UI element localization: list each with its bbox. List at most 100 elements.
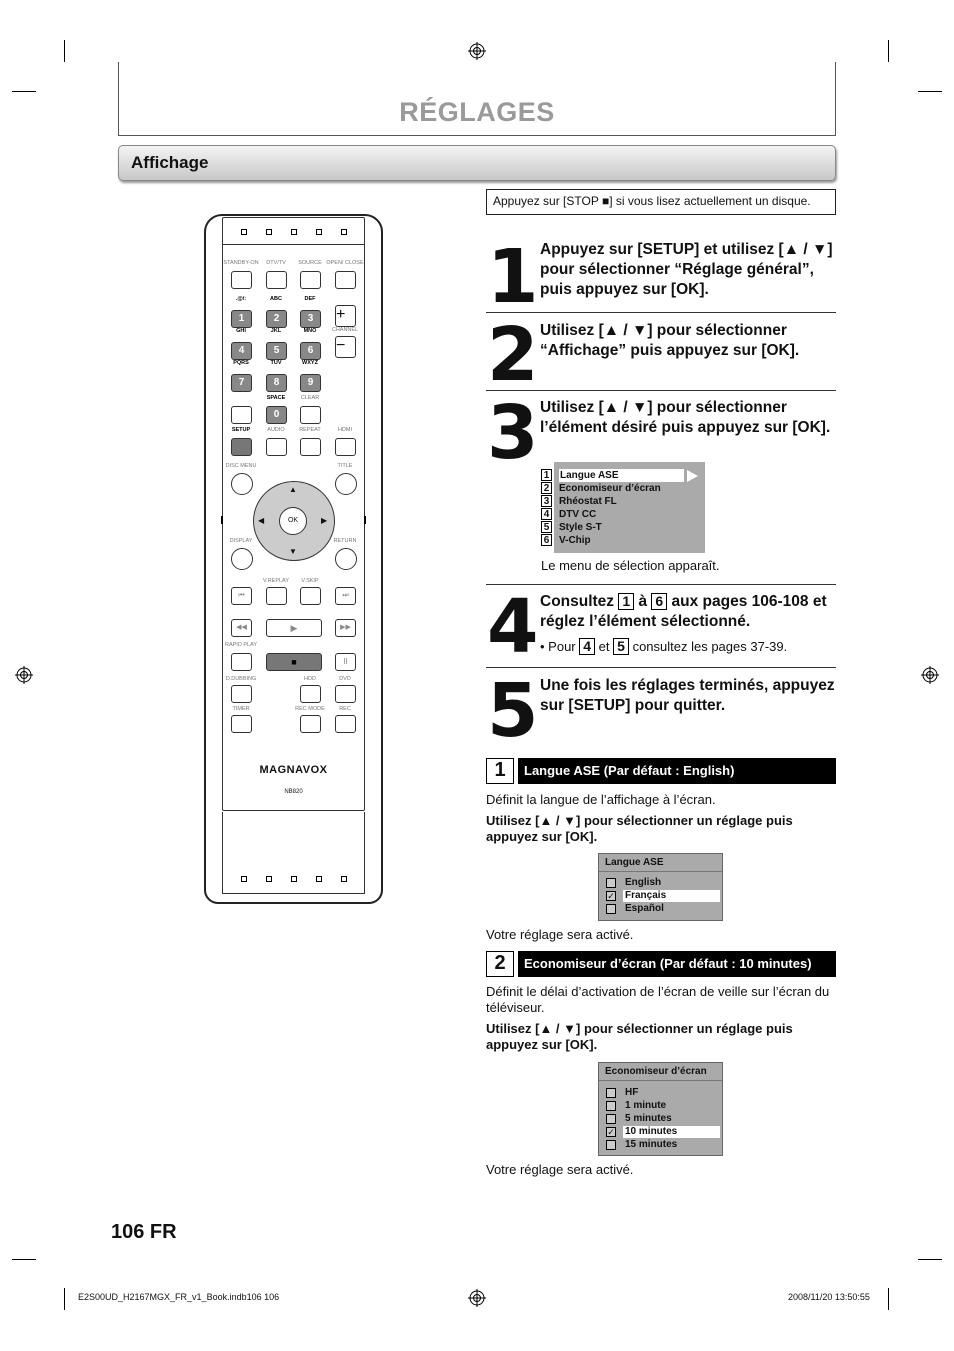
dot-button[interactable] bbox=[231, 406, 252, 424]
divider bbox=[486, 584, 836, 585]
digit-button[interactable]: 9 bbox=[300, 374, 321, 392]
dubbing-button[interactable] bbox=[231, 685, 252, 703]
digit-letter-label: MNO bbox=[303, 328, 317, 334]
ok-button[interactable]: OK bbox=[279, 507, 307, 535]
timer-button[interactable] bbox=[231, 715, 252, 733]
subsection-number: 2 bbox=[486, 951, 514, 977]
arrow-right-icon[interactable]: ▶ bbox=[321, 516, 328, 525]
led-indicator bbox=[341, 876, 347, 882]
fast-forward-button[interactable]: ▶▶ bbox=[335, 619, 356, 637]
arrow-down-icon[interactable]: ▼ bbox=[289, 547, 297, 556]
brand-logo: MAGNAVOX bbox=[259, 764, 328, 776]
checkbox-checked-icon[interactable]: ✓ bbox=[606, 891, 616, 901]
open-close-button[interactable] bbox=[335, 271, 356, 289]
skip-back-button[interactable]: ⏮ bbox=[231, 587, 252, 605]
checkbox-icon[interactable] bbox=[606, 1140, 616, 1150]
option-item-selected[interactable]: Français bbox=[623, 890, 720, 902]
option-item-selected[interactable]: 10 minutes bbox=[623, 1126, 720, 1138]
channel-down-button[interactable]: − bbox=[335, 336, 356, 358]
registration-mark-icon bbox=[468, 42, 486, 60]
option-item[interactable]: 15 minutes bbox=[625, 1139, 678, 1150]
remote-label: RETURN bbox=[333, 538, 357, 544]
digit-button[interactable]: 2 bbox=[266, 310, 287, 328]
digit-letter-label: GHI bbox=[236, 328, 246, 334]
vreplay-button[interactable] bbox=[266, 587, 287, 605]
digit-button[interactable]: 0 bbox=[266, 406, 287, 424]
subsection-header-2: 2 Economiseur d’écran (Par défaut : 10 m… bbox=[486, 951, 836, 977]
checkbox-icon[interactable] bbox=[606, 1101, 616, 1111]
standby-button[interactable] bbox=[231, 271, 252, 289]
crop-mark bbox=[888, 40, 889, 62]
play-button[interactable]: ▶ bbox=[266, 619, 322, 637]
remote-label: SOURCE bbox=[298, 260, 322, 266]
remote-label: V.SKIP bbox=[301, 578, 319, 584]
arrow-right-icon bbox=[687, 470, 698, 482]
led-indicator bbox=[316, 229, 322, 235]
arrow-left-icon[interactable]: ◀ bbox=[258, 516, 265, 525]
model-number: NB820 bbox=[284, 789, 303, 795]
checkbox-icon[interactable] bbox=[606, 1114, 616, 1124]
vskip-button[interactable] bbox=[300, 587, 321, 605]
rewind-button[interactable]: ◀◀ bbox=[231, 619, 252, 637]
display-button[interactable] bbox=[231, 548, 253, 570]
rec-button[interactable] bbox=[335, 715, 356, 733]
remote-label: D.DUBBING bbox=[225, 676, 257, 682]
stop-button[interactable]: ■ bbox=[266, 653, 322, 671]
digit-button[interactable]: 8 bbox=[266, 374, 287, 392]
step-number-4: 4 bbox=[487, 584, 538, 670]
crop-mark bbox=[12, 91, 36, 92]
led-indicator bbox=[316, 876, 322, 882]
option-item[interactable]: English bbox=[625, 877, 662, 888]
registration-mark-icon bbox=[921, 666, 939, 684]
digit-button[interactable]: 4 bbox=[231, 342, 252, 360]
sub1-instruction: Utilisez [▲ / ▼] pour sélectionner un ré… bbox=[486, 813, 793, 844]
step-1-text: Appuyez sur [SETUP] et utilisez [▲ / ▼] … bbox=[540, 241, 833, 298]
digit-button[interactable]: 3 bbox=[300, 310, 321, 328]
disc-menu-button[interactable] bbox=[231, 473, 253, 495]
crop-mark bbox=[918, 91, 942, 92]
checkbox-icon[interactable] bbox=[606, 1088, 616, 1098]
dvd-button[interactable] bbox=[335, 685, 356, 703]
rapid-play-button[interactable] bbox=[231, 653, 252, 671]
hdmi-button[interactable] bbox=[335, 438, 356, 456]
digit-button[interactable]: 6 bbox=[300, 342, 321, 360]
rec-mode-button[interactable] bbox=[300, 715, 321, 733]
hdd-button[interactable] bbox=[300, 685, 321, 703]
audio-button[interactable] bbox=[266, 438, 287, 456]
channel-up-button[interactable]: + bbox=[335, 305, 356, 327]
title-frame bbox=[118, 62, 836, 136]
sub1-result: Votre réglage sera activé. bbox=[486, 927, 634, 942]
digit-button[interactable]: 1 bbox=[231, 310, 252, 328]
clear-button[interactable] bbox=[300, 406, 321, 424]
digit-letter-label: WXYZ bbox=[302, 360, 318, 366]
checkbox-icon[interactable] bbox=[606, 878, 616, 888]
remote-label: DTV/TV bbox=[266, 260, 286, 266]
checkbox-checked-icon[interactable]: ✓ bbox=[606, 1127, 616, 1137]
menu-item: Style S-T bbox=[559, 522, 602, 533]
skip-forward-button[interactable]: ⏭ bbox=[335, 587, 356, 605]
ref-box: 1 bbox=[618, 593, 635, 610]
step-4-text-c: aux pages 106-108 et réglez l’élément sé… bbox=[540, 593, 827, 630]
pause-button[interactable]: II bbox=[335, 653, 356, 671]
option-item[interactable]: HF bbox=[625, 1087, 639, 1098]
stop-note: Appuyez sur [STOP ■] si vous lisez actue… bbox=[486, 189, 836, 215]
subsection-number: 1 bbox=[486, 758, 514, 784]
arrow-up-icon[interactable]: ▲ bbox=[289, 485, 297, 494]
menu-number: 3 bbox=[541, 495, 552, 507]
repeat-button[interactable] bbox=[300, 438, 321, 456]
checkbox-icon[interactable] bbox=[606, 904, 616, 914]
led-indicator bbox=[266, 876, 272, 882]
ref-box: 6 bbox=[651, 593, 668, 610]
return-button[interactable] bbox=[335, 548, 357, 570]
option-item[interactable]: 5 minutes bbox=[625, 1113, 672, 1124]
menu-number: 2 bbox=[541, 482, 552, 494]
source-button[interactable] bbox=[300, 271, 321, 289]
setup-button[interactable] bbox=[231, 438, 252, 456]
option-item[interactable]: Español bbox=[625, 903, 664, 914]
dtv-tv-button[interactable] bbox=[266, 271, 287, 289]
option-item[interactable]: 1 minute bbox=[625, 1100, 667, 1111]
title-button[interactable] bbox=[335, 473, 357, 495]
footer-date: 2008/11/20 13:50:55 bbox=[788, 1292, 870, 1302]
digit-button[interactable]: 5 bbox=[266, 342, 287, 360]
digit-button[interactable]: 7 bbox=[231, 374, 252, 392]
